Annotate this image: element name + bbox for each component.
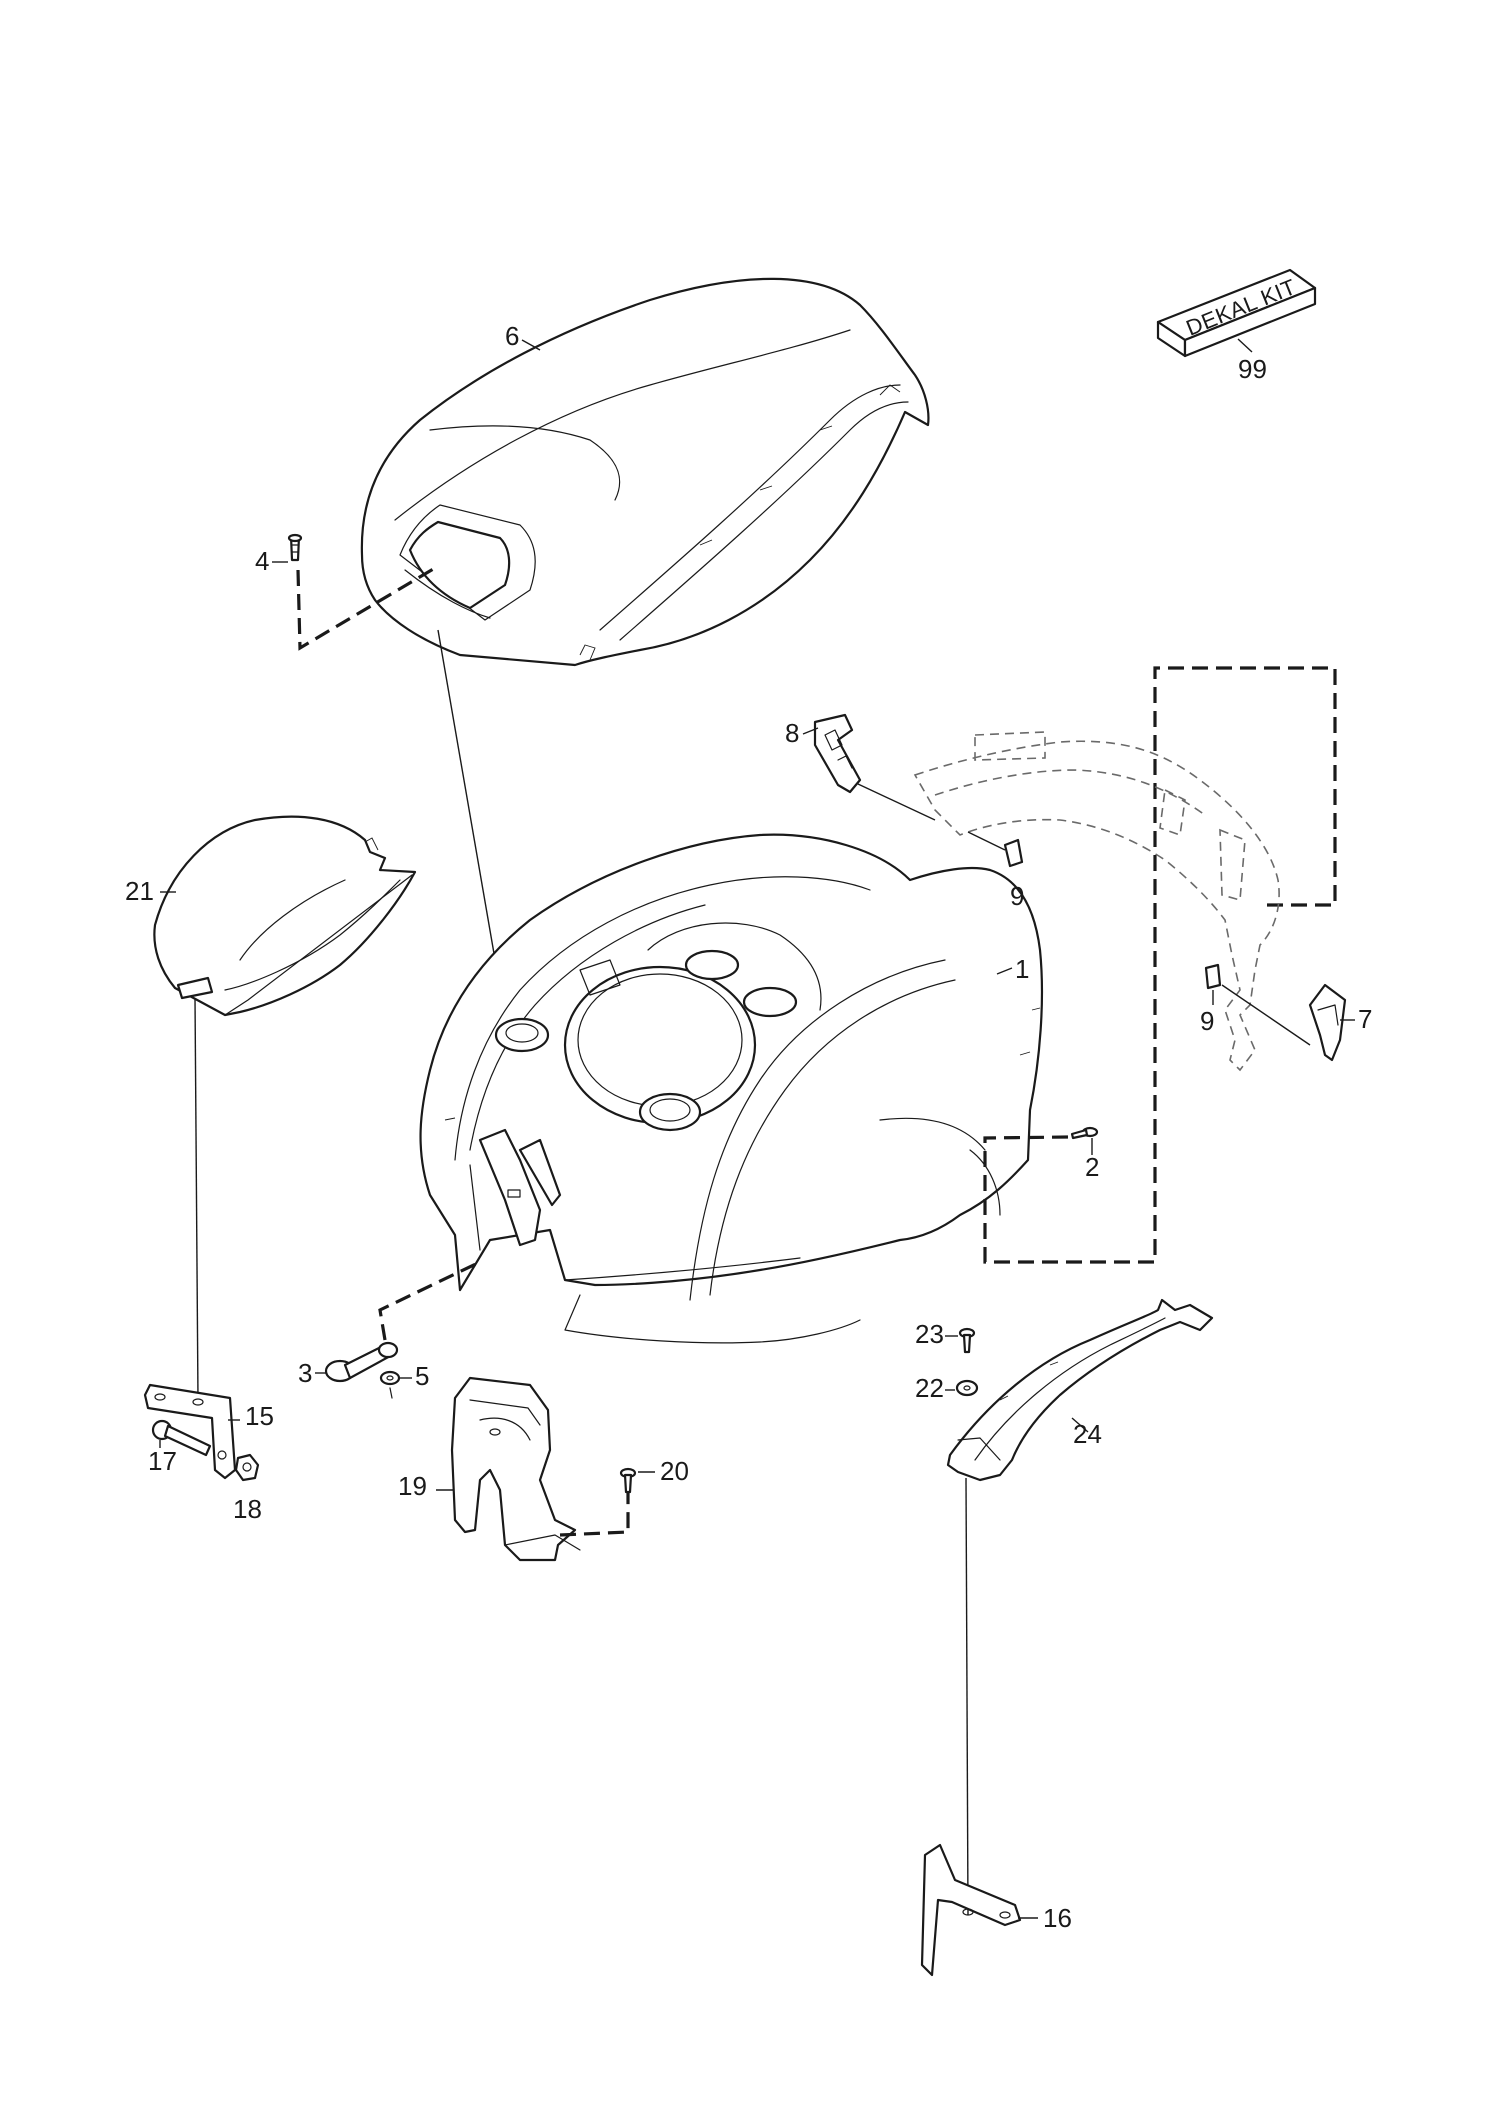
bracket-16[interactable] (920, 1843, 1022, 1977)
callout-19: 19 (398, 1471, 427, 1501)
callout-7: 7 (1358, 1004, 1372, 1034)
screw-20[interactable] (619, 1467, 637, 1494)
callout-5: 5 (415, 1361, 429, 1391)
callout-16: 16 (1043, 1903, 1072, 1933)
callout-8: 8 (785, 718, 799, 748)
callout-99: 99 (1238, 354, 1267, 384)
callout-9a: 9 (1010, 881, 1024, 911)
lower-guard-19[interactable] (450, 1376, 581, 1562)
bracket-7[interactable] (1308, 983, 1347, 1062)
nut-18[interactable] (234, 1453, 260, 1482)
callout-4: 4 (255, 546, 269, 576)
callout-3: 3 (298, 1358, 312, 1388)
hood-top-cover[interactable] (360, 277, 930, 667)
callout-2: 2 (1085, 1152, 1099, 1182)
callout-20: 20 (660, 1456, 689, 1486)
callout-15: 15 (245, 1401, 274, 1431)
clip-9-lower[interactable] (1204, 963, 1222, 990)
clip-9-top[interactable] (1003, 838, 1024, 868)
rear-guard-assembly[interactable] (913, 731, 1280, 1072)
bracket-15[interactable] (143, 1383, 237, 1480)
main-body-fender[interactable] (419, 833, 1044, 1344)
callout-17: 17 (148, 1446, 177, 1476)
screw-23[interactable] (958, 1327, 976, 1354)
washer-22[interactable] (955, 1379, 979, 1397)
fender-screw[interactable] (1070, 1126, 1099, 1140)
hood-screw[interactable] (287, 533, 303, 562)
callout-1: 1 (1015, 954, 1029, 984)
bolt-17[interactable] (151, 1419, 212, 1457)
clip-3[interactable] (324, 1341, 399, 1383)
callout-9b: 9 (1200, 1006, 1214, 1036)
bracket-8[interactable] (813, 713, 862, 794)
callout-23: 23 (915, 1319, 944, 1349)
decal-kit-box[interactable]: DEKAL KIT (1156, 268, 1317, 358)
callout-6: 6 (505, 321, 519, 351)
side-shield-21[interactable] (153, 815, 417, 1017)
washer-5[interactable] (379, 1370, 401, 1399)
callout-21: 21 (125, 876, 154, 906)
callout-18: 18 (233, 1494, 262, 1524)
callout-22: 22 (915, 1373, 944, 1403)
mudguard-24[interactable] (946, 1298, 1214, 1482)
